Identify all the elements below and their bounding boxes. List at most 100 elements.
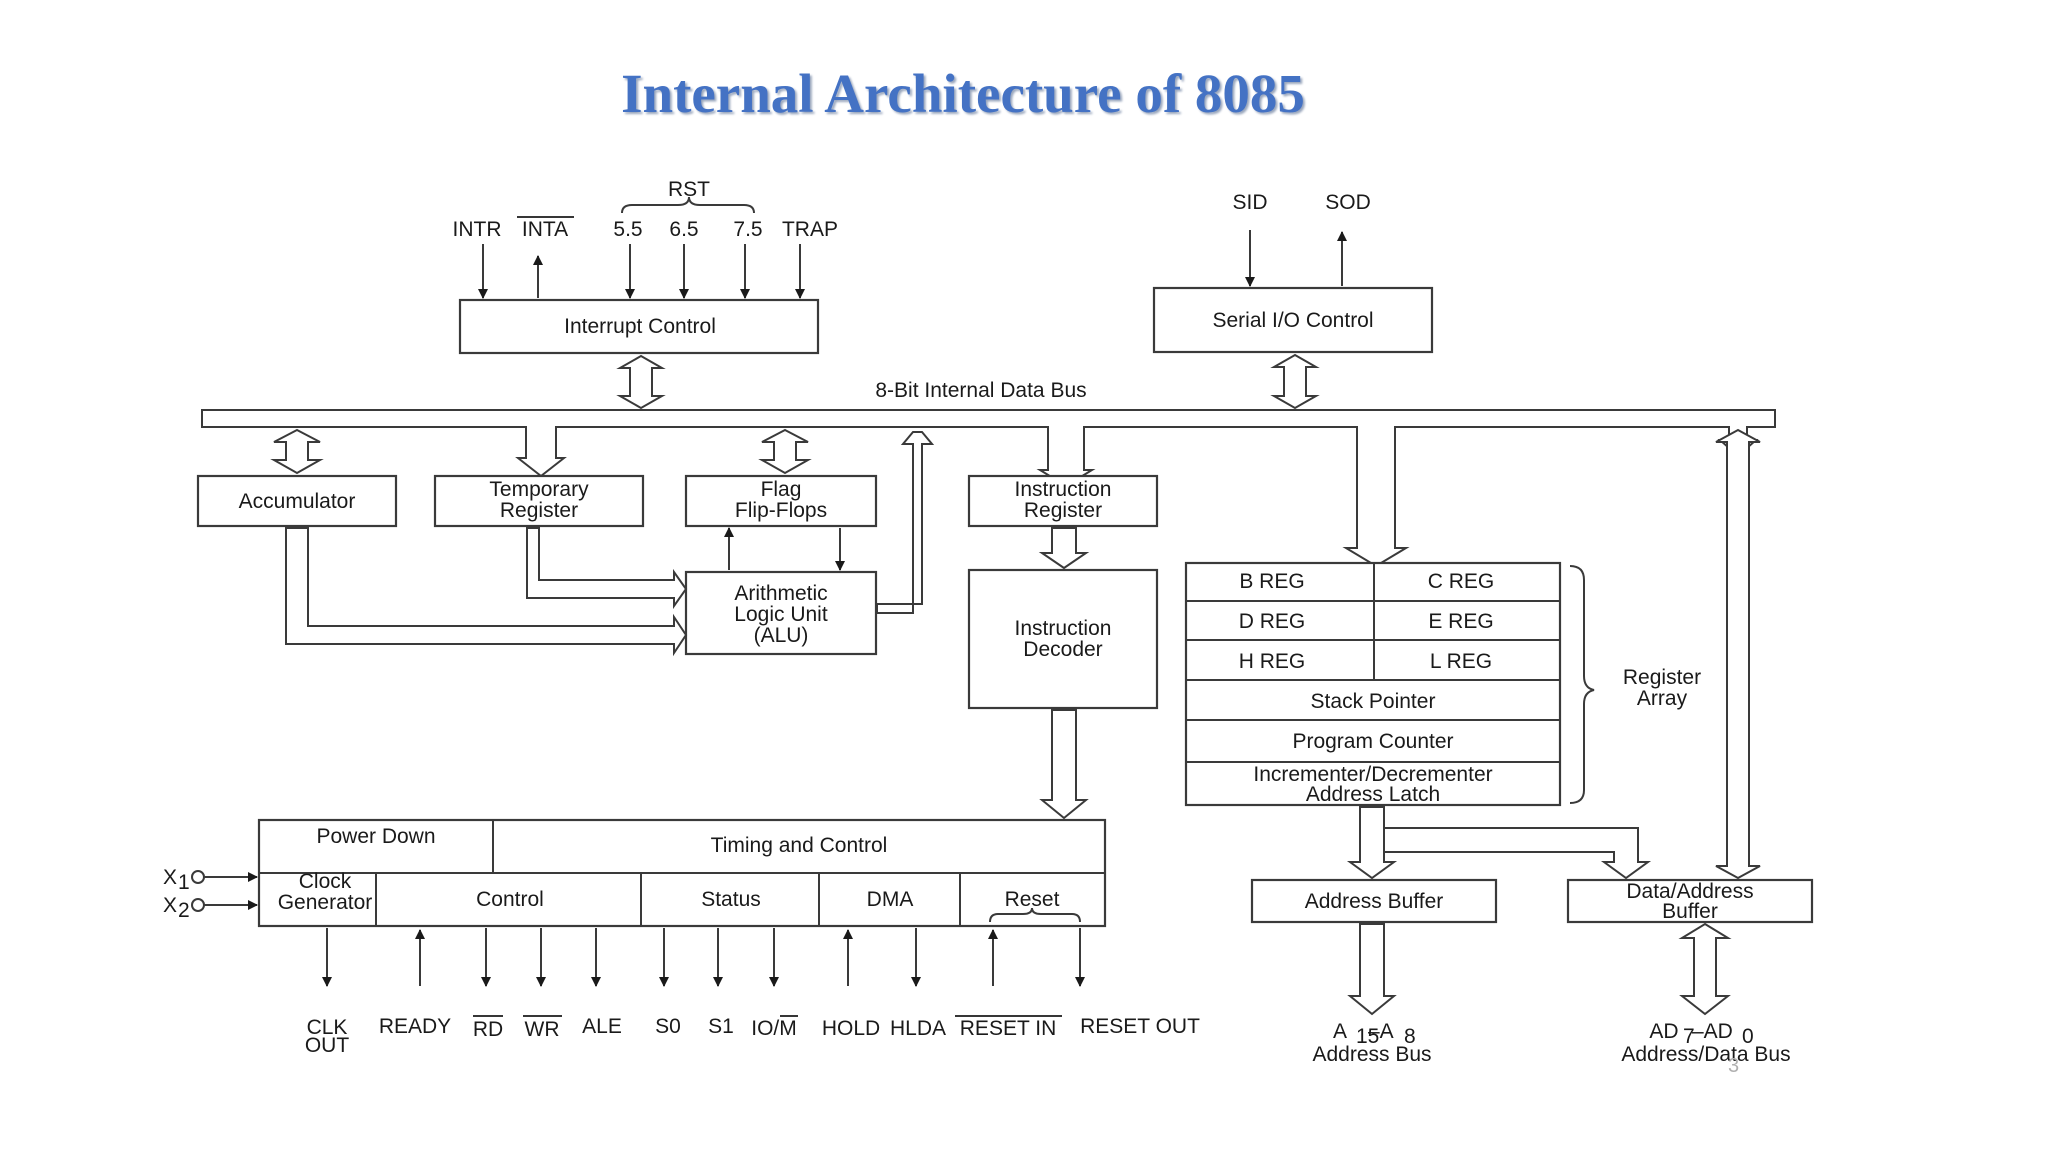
d-reg: D REG <box>1239 610 1306 633</box>
data-bus-ad-hi: 7 <box>1683 1025 1695 1048</box>
acc-to-alu-arrow <box>285 527 688 657</box>
pin-rst65: 6.5 <box>669 218 698 241</box>
serial-bus-arrow <box>1270 353 1320 410</box>
power-down-label: Power Down <box>316 825 435 848</box>
x1-label: X <box>163 866 177 889</box>
pin-reset-in: RESET IN <box>960 1017 1056 1040</box>
l-reg: L REG <box>1430 650 1492 673</box>
data-address-buffer-box <box>1566 878 1814 924</box>
flag-label-1: Flag <box>761 478 802 501</box>
pin-rst75: 7.5 <box>733 218 762 241</box>
pin-reset-out: RESET OUT <box>1080 1015 1200 1038</box>
pin-sid: SID <box>1232 191 1267 214</box>
register-array-label-2: Array <box>1637 687 1688 710</box>
address-bus-a-lo: 8 <box>1404 1025 1416 1048</box>
instruction-register-label-2: Register <box>1024 499 1102 522</box>
program-counter: Program Counter <box>1292 730 1453 753</box>
inc-dec-label-2: Address Latch <box>1306 783 1440 806</box>
stack-pointer: Stack Pointer <box>1311 690 1436 713</box>
instruction-decoder-label-2: Decoder <box>1023 638 1102 661</box>
alu-label-2: Logic Unit <box>734 603 828 626</box>
reset-label: Reset <box>1005 888 1060 911</box>
pin-hold: HOLD <box>822 1017 880 1040</box>
internal-data-bus: 8-Bit Internal Data Bus <box>201 353 1776 880</box>
timing-control: Power Down Timing and Control Clock Gene… <box>163 818 1200 1057</box>
temp-to-alu-arrow <box>526 527 688 610</box>
page-number: 3 <box>1728 1055 1740 1077</box>
e-reg: E REG <box>1428 610 1493 633</box>
data-bus-ad-lo: 0 <box>1742 1025 1754 1048</box>
x1-sub: 1 <box>178 871 190 894</box>
data-bus-dash: –AD <box>1692 1020 1733 1043</box>
pin-sod: SOD <box>1325 191 1371 214</box>
latch-to-data-buffer-arrow <box>1383 827 1652 880</box>
data-address-buffer-label-2: Buffer <box>1662 900 1718 923</box>
control-label: Control <box>476 888 544 911</box>
slide-title: Internal Architecture of 8085 <box>621 63 1305 124</box>
temporary-register-label-1: Temporary <box>489 478 589 501</box>
pin-ready: READY <box>379 1015 451 1038</box>
pin-rst55: 5.5 <box>613 218 642 241</box>
alu-cluster: Accumulator Temporary Register Flag Flip… <box>196 474 878 657</box>
pin-ale: ALE <box>582 1015 622 1038</box>
pin-inta: INTA <box>522 218 568 241</box>
register-array-brace <box>1569 565 1595 804</box>
pin-s1: S1 <box>708 1015 734 1038</box>
clock-generator-label-1: Clock <box>299 870 352 893</box>
h-reg: H REG <box>1239 650 1306 673</box>
timing-and-control-label: Timing and Control <box>711 834 888 857</box>
address-buffer-box <box>1250 878 1498 924</box>
rst-brace <box>621 196 755 214</box>
register-array: B REG C REG D REG E REG H REG L REG Stac… <box>1184 561 1701 807</box>
alu-to-bus-arrow <box>876 431 935 614</box>
address-bus-dash: –A <box>1368 1020 1394 1043</box>
ir-to-decoder-arrow <box>1038 527 1090 570</box>
address-bus-label: Address Bus <box>1312 1043 1431 1066</box>
rst-label: RST <box>668 178 710 201</box>
data-buffer-io-arrow <box>1678 922 1732 1016</box>
pin-io-m: IO/M <box>751 1017 797 1040</box>
latch-to-address-buffer-arrow <box>1346 806 1398 880</box>
interrupt-control-label: Interrupt Control <box>564 315 716 338</box>
pin-trap: TRAP <box>782 218 838 241</box>
instruction-path: Instruction Register Instruction Decoder <box>967 474 1159 820</box>
data-address-buffer-label-1: Data/Address <box>1626 880 1753 903</box>
pin-rd: RD <box>473 1018 503 1041</box>
b-reg: B REG <box>1239 570 1304 593</box>
serial-io-control-label: Serial I/O Control <box>1212 309 1373 332</box>
pin-hlda: HLDA <box>890 1017 946 1040</box>
c-reg: C REG <box>1428 570 1495 593</box>
status-label: Status <box>701 888 761 911</box>
clock-generator-label-2: Generator <box>278 891 373 914</box>
instruction-decoder-label-1: Instruction <box>1015 617 1112 640</box>
address-buffer-out-arrow <box>1347 923 1397 1016</box>
data-buffer-bus-arrow <box>1715 428 1761 880</box>
data-bus-label: Address/Data Bus <box>1621 1043 1790 1066</box>
decoder-to-timing-arrow <box>1039 709 1089 820</box>
dma-label: DMA <box>867 888 914 911</box>
instruction-decoder-box <box>967 568 1159 710</box>
flag-label-2: Flip-Flops <box>735 499 827 522</box>
flag-bus-arrow <box>758 428 812 475</box>
alu-label-1: Arithmetic <box>734 582 827 605</box>
serial-section: SID SOD Serial I/O Control <box>1152 191 1434 354</box>
alu-label-3: (ALU) <box>754 624 809 647</box>
temporary-register-label-2: Register <box>500 499 578 522</box>
pin-s0: S0 <box>655 1015 681 1038</box>
pin-wr: WR <box>525 1018 560 1041</box>
buffers: Address Buffer Data/Address Buffer A 15 … <box>1250 806 1814 1066</box>
alu-box <box>684 570 878 656</box>
instruction-register-label-1: Instruction <box>1015 478 1112 501</box>
accumulator-bus-arrow <box>270 428 324 475</box>
instruction-register-box <box>967 474 1159 528</box>
inc-dec-label-1: Incrementer/Decrementer <box>1253 763 1492 786</box>
serial-io-control-box <box>1152 286 1434 354</box>
x2-sub: 2 <box>178 899 190 922</box>
reset-brace <box>989 907 1081 923</box>
interrupt-bus-arrow <box>616 354 666 410</box>
flag-flip-flops-box <box>684 474 878 528</box>
data-bus-ad: AD <box>1649 1020 1678 1043</box>
accumulator-label: Accumulator <box>239 490 356 513</box>
register-array-label-1: Register <box>1623 666 1701 689</box>
